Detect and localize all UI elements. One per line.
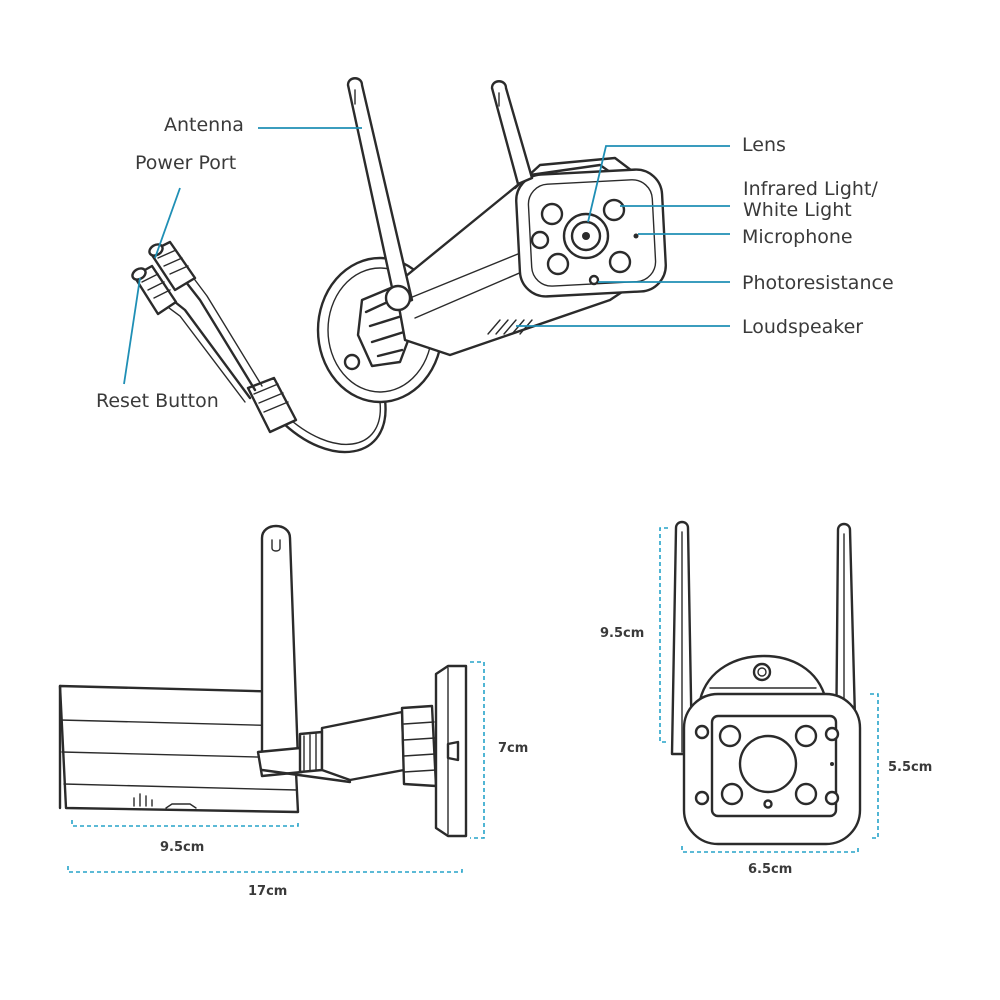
pigtail-upper <box>173 266 257 392</box>
side-knob <box>400 704 438 788</box>
dim-label-side-total: 17cm <box>248 884 288 899</box>
ir-light-1 <box>540 202 564 226</box>
ir-light-2 <box>602 198 626 222</box>
lens-mid <box>570 220 602 252</box>
dim-front-antenna <box>659 527 668 743</box>
front-microphone <box>830 762 834 766</box>
dim-side-mount <box>470 661 485 839</box>
power-cable <box>278 398 387 454</box>
side-mount-pin <box>446 740 460 762</box>
side-housing-bottom <box>260 768 352 784</box>
dim-label-front-antenna: 9.5cm <box>600 626 645 641</box>
dim-side-body <box>71 820 299 827</box>
callout-leaders <box>123 127 730 385</box>
leader-power-port <box>154 187 181 259</box>
leader-reset-button <box>123 277 141 385</box>
front-lens <box>738 734 798 794</box>
label-antenna: Antenna <box>164 114 244 136</box>
mount-knob <box>364 298 406 358</box>
dim-label-front-height: 5.5cm <box>888 760 933 775</box>
label-power-port: Power Port <box>135 152 237 174</box>
label-microphone: Microphone <box>742 226 853 248</box>
cable-connector <box>246 376 298 434</box>
side-speaker-vents <box>133 793 197 809</box>
leader-lens <box>587 145 730 223</box>
housing-crease <box>404 244 541 301</box>
dim-label-side-mount: 7cm <box>498 741 529 756</box>
dim-side-total <box>67 866 463 873</box>
loudspeaker-grille <box>487 319 533 335</box>
mount-screw <box>343 353 361 371</box>
photoresistor <box>588 274 600 286</box>
front-dimension-lines <box>659 527 879 853</box>
front-screw-tl <box>694 724 710 740</box>
front-ir-light-bl <box>720 782 744 806</box>
front-face-inner-rect <box>710 714 838 818</box>
microphone-hole <box>633 233 639 239</box>
antenna-right <box>490 80 534 186</box>
label-photoresistance: Photoresistance <box>742 272 894 294</box>
reset-button-connector <box>131 264 178 316</box>
side-bracket-neck <box>320 710 406 782</box>
power-port-connector <box>148 240 197 292</box>
label-loudspeaker: Loudspeaker <box>742 316 864 338</box>
label-infrared-line2: White Light <box>743 199 852 221</box>
label-lens: Lens <box>742 134 786 156</box>
dim-label-front-width: 6.5cm <box>748 862 793 877</box>
power-cable-inner <box>283 401 381 446</box>
label-infrared-line1: Infrared Light/ <box>743 178 878 200</box>
dim-front-width <box>681 846 859 853</box>
front-view <box>670 520 862 846</box>
antenna-left <box>346 77 414 308</box>
front-ir-light-tl <box>718 724 742 748</box>
antenna-left-joint <box>384 284 412 312</box>
lens-inner <box>582 232 590 240</box>
side-dimension-lines <box>67 661 485 873</box>
dim-front-height <box>870 693 879 839</box>
side-body <box>58 684 300 814</box>
ir-light-5 <box>530 230 550 250</box>
front-ir-light-tr <box>794 724 818 748</box>
front-screw-br <box>824 790 840 806</box>
front-ir-light-br <box>794 782 818 806</box>
side-antenna <box>260 524 300 762</box>
front-hood-screw <box>752 662 772 682</box>
dim-label-side-body: 9.5cm <box>160 840 205 855</box>
front-photoresistor <box>763 799 773 809</box>
front-screw-bl <box>694 790 710 806</box>
ir-light-4 <box>608 250 632 274</box>
front-screw-tr <box>824 726 840 742</box>
label-reset-button: Reset Button <box>96 390 219 412</box>
ir-light-3 <box>546 252 570 276</box>
side-view <box>58 524 468 838</box>
